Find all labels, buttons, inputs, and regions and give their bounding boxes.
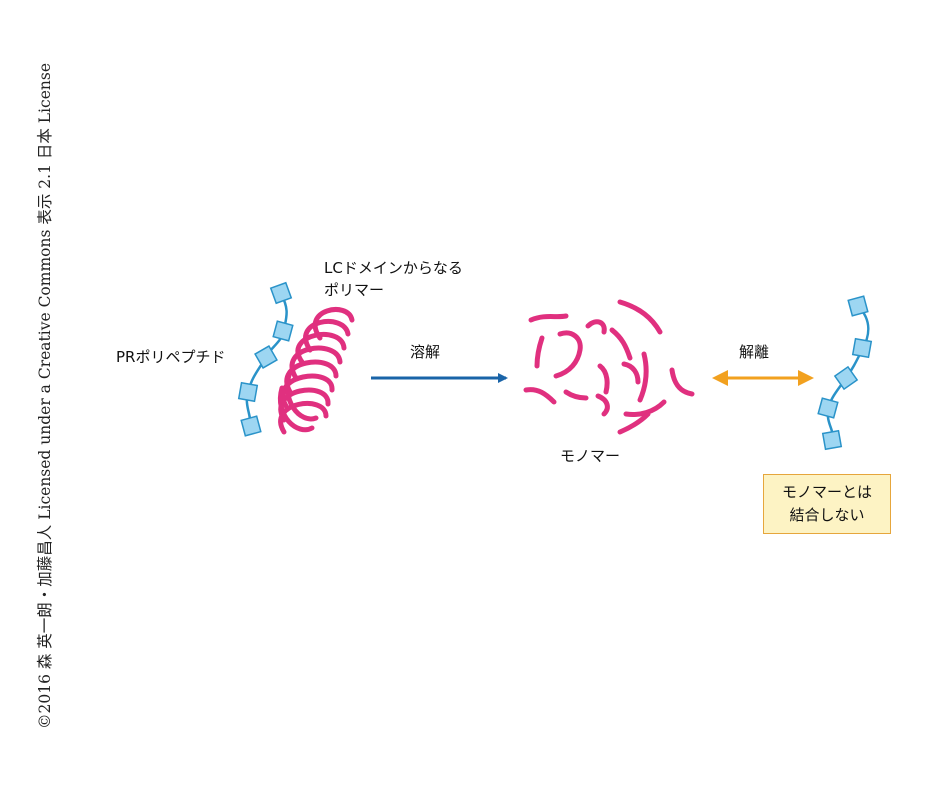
polymer-label-line1: LCドメインからなる xyxy=(324,259,463,277)
monomer-fragment xyxy=(585,319,607,335)
note-line2: 結合しない xyxy=(789,506,865,524)
pr-bead xyxy=(254,345,278,369)
monomer-label: モノマー xyxy=(560,447,621,465)
monomer-fragment xyxy=(609,327,633,361)
pr-polypeptide-label: PRポリペプチド xyxy=(116,348,226,366)
polymer-strand xyxy=(278,401,329,435)
polymer-label: LCドメインからなる ポリマー xyxy=(324,257,463,301)
monomer-fragment xyxy=(669,367,695,397)
dissociate-label: 解離 xyxy=(739,343,770,361)
free-bead xyxy=(847,295,869,317)
free-bead xyxy=(851,337,873,359)
monomer-fragment xyxy=(621,361,641,385)
monomer-fragment xyxy=(595,393,610,417)
monomer-cluster xyxy=(523,299,695,435)
free-bead xyxy=(821,429,843,451)
monomer-fragment xyxy=(523,387,557,405)
note-box: モノマーとは 結合しない xyxy=(763,474,891,534)
pr-bead xyxy=(240,415,262,437)
monomer-fragment xyxy=(617,299,663,335)
pr-bead xyxy=(272,320,294,342)
polymer-strand xyxy=(312,307,355,341)
lc-polymer xyxy=(277,307,355,435)
polymer-label-line2: ポリマー xyxy=(324,281,385,299)
free-bead xyxy=(817,397,839,419)
polymer-strand xyxy=(284,369,319,422)
dissolve-label: 溶解 xyxy=(410,343,441,361)
monomer-fragment xyxy=(528,313,569,323)
monomer-fragment xyxy=(534,335,545,369)
pr-bead xyxy=(269,281,293,305)
monomer-fragment xyxy=(597,363,610,395)
free-bead xyxy=(833,365,859,391)
dissociation-arrow xyxy=(712,370,814,386)
polymer-strand xyxy=(280,373,335,409)
monomer-fragment xyxy=(623,399,667,417)
monomer-fragment xyxy=(553,330,583,379)
pr-polypeptide-chain xyxy=(237,281,294,437)
monomer-fragment xyxy=(637,351,649,403)
pr-bead xyxy=(237,381,259,403)
monomer-fragment xyxy=(617,411,651,435)
free-pr-chain xyxy=(817,295,873,451)
note-line1: モノマーとは xyxy=(781,483,872,501)
monomer-fragment xyxy=(563,389,589,401)
polymer-strand xyxy=(277,385,315,433)
